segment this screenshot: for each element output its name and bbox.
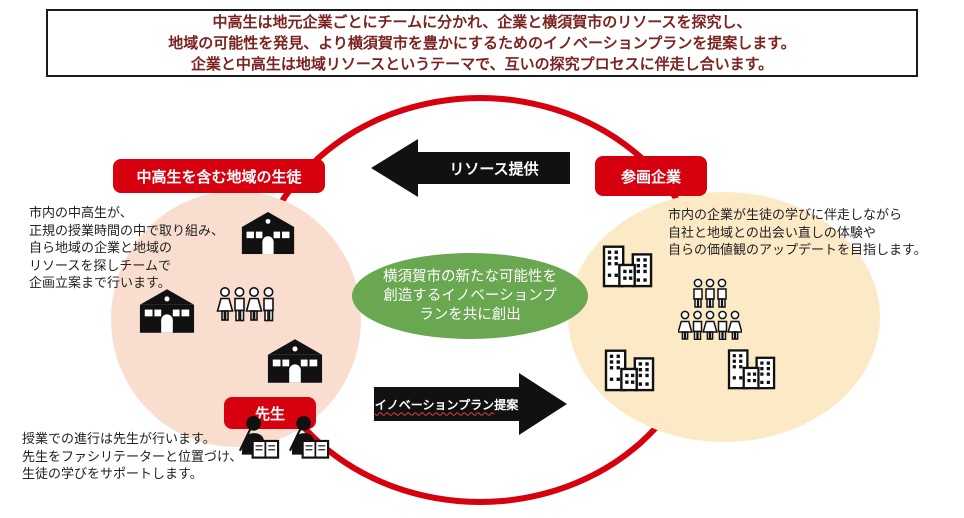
teacher-icon — [287, 413, 332, 465]
goal-line-3: ランを共に創出 — [419, 306, 521, 323]
resource-arrow-left-icon — [371, 139, 570, 197]
school-icon — [138, 288, 196, 335]
header-line-3: 企業と中高生は地域リソースというテーマで、互いの探究プロセスに伴走し合います。 — [190, 55, 774, 73]
shared-goal-ellipse: 横須賀市の新たな可能性を 創造するイノベーションプ ランを共に創出 — [352, 253, 588, 339]
companies-tag: 参画企業 — [595, 156, 707, 196]
resource-arrow-label: リソース提供 — [449, 160, 539, 178]
innovation-arrow-right-icon — [374, 373, 567, 435]
office-buildings-icon — [603, 344, 657, 392]
students-description: 市内の中高生が、 正規の授業時間の中で取り組み、 自ら地域の企業と地域の リソー… — [29, 205, 225, 290]
office-buildings-icon — [601, 240, 655, 288]
header-summary-box: 中高生は地元企業ごとにチームに分かれ、企業と横須賀市のリソースを探究し、 地域の… — [46, 9, 918, 77]
school-icon — [266, 338, 324, 385]
students-group-icon — [216, 286, 278, 324]
innovation-arrow-label-suffix: 提案 — [494, 397, 519, 412]
students-tag: 中高生を含む地域の生徒 — [113, 159, 325, 193]
teacher-description: 授業での進行は先生が行います。 先生をファシリテーターと位置づけ、 生徒の学びを… — [22, 431, 243, 481]
innovation-arrow-label-main: イノベーションプラン — [374, 397, 495, 412]
header-line-1: 中高生は地元企業ごとにチームに分かれ、企業と横須賀市のリソースを探究し、 — [212, 13, 752, 31]
goal-line-1: 横須賀市の新たな可能性を — [383, 268, 557, 285]
header-line-2: 地域の可能性を発見、より横須賀市を豊かにするためのイノベーションプランを提案しま… — [168, 34, 796, 52]
teacher-icon — [237, 413, 282, 465]
innovation-arrow-label: イノベーションプラン提案 — [374, 387, 519, 421]
employees-group-icon — [678, 278, 742, 340]
goal-line-2: 創造するイノベーションプ — [383, 287, 557, 304]
office-buildings-icon — [725, 344, 779, 390]
companies-description: 市内の企業が生徒の学びに伴走しながら 自社と地域との出会い直しの体験や 自らの価… — [668, 207, 927, 257]
school-icon — [240, 211, 296, 256]
